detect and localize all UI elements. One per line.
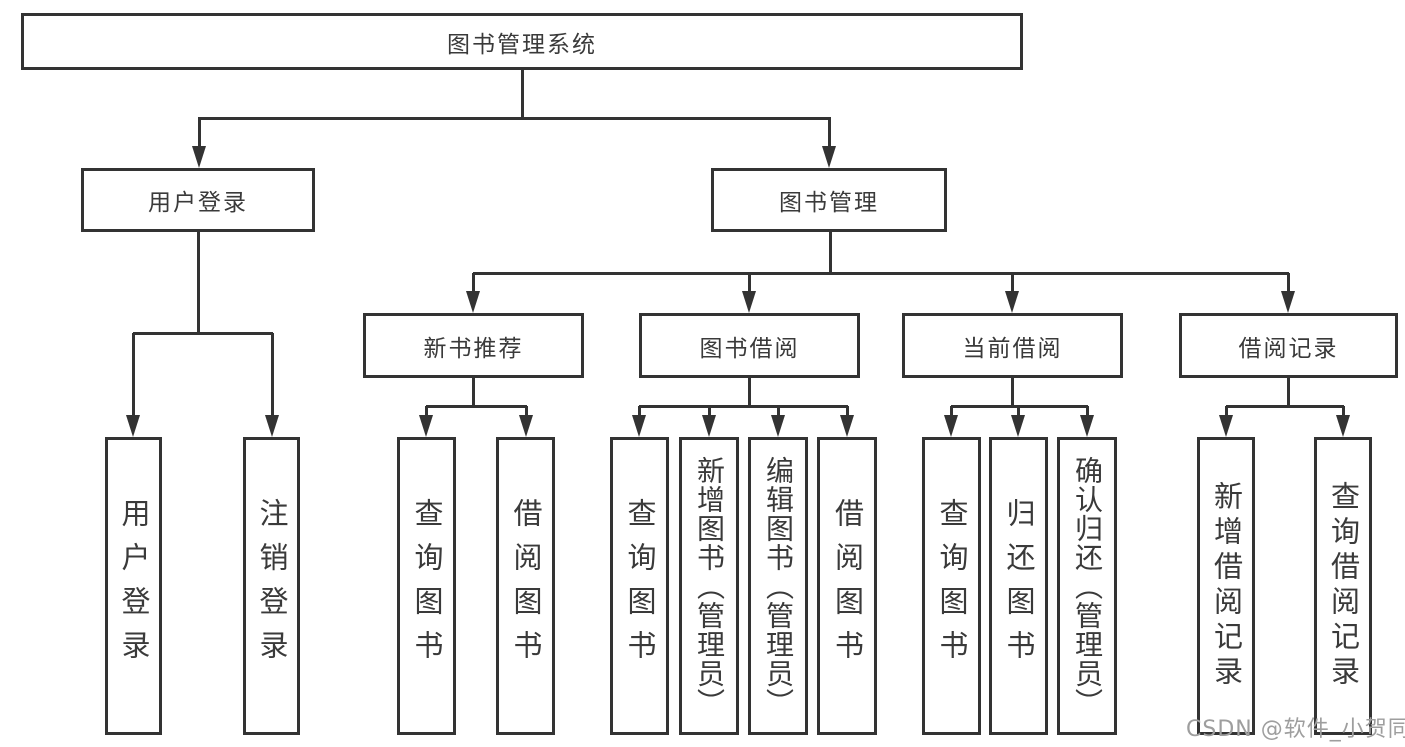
node-root-label: 图书管理系统 [447, 31, 597, 58]
connector-arrowhead-icon [192, 146, 206, 168]
connector-arrow-stem [471, 273, 475, 293]
connector-arrow-stem [1224, 406, 1228, 417]
connector-arrow-stem [747, 273, 751, 293]
leaf-add-book-admin: 新增图书（管理员） [679, 437, 739, 735]
connector-arrowhead-icon [126, 415, 140, 437]
leaf-current-query-books: 查询图书 [922, 437, 981, 735]
connector-line-vertical [1010, 378, 1014, 406]
leaf-edit-book-admin: 编辑图书（管理员） [748, 437, 808, 735]
connector-arrowhead-icon [419, 415, 433, 437]
connector-line-vertical [828, 232, 832, 273]
connector-arrow-stem [524, 406, 528, 417]
connector-arrowhead-icon [742, 291, 756, 313]
node-current-borrow-label: 当前借阅 [962, 335, 1063, 362]
leaf-borrow-borrow-books-label: 借阅图书 [830, 498, 865, 674]
watermark-text: CSDN @软件_小贺同学 [1186, 717, 1405, 742]
leaf-borrow-query-books-label: 查询图书 [623, 498, 657, 674]
connector-arrowhead-icon [1080, 415, 1094, 437]
connector-arrowhead-icon [840, 415, 854, 437]
connector-line-vertical [520, 70, 524, 118]
node-current-borrow: 当前借阅 [902, 313, 1123, 378]
connector-arrowhead-icon [944, 415, 958, 437]
leaf-user-login-label: 用户登录 [117, 498, 151, 674]
node-borrow-records: 借阅记录 [1179, 313, 1398, 378]
leaf-logout-label: 注销登录 [255, 498, 289, 674]
node-user-login: 用户登录 [81, 168, 315, 232]
node-book-borrow-label: 图书借阅 [699, 335, 800, 362]
connector-arrowhead-icon [519, 415, 533, 437]
leaf-logout: 注销登录 [243, 437, 300, 735]
connector-arrow-stem [845, 406, 849, 417]
connector-arrowhead-icon [265, 415, 279, 437]
connector-line-vertical [1286, 378, 1290, 406]
connector-line-horizontal [1226, 404, 1344, 408]
leaf-add-borrow-record: 新增借阅记录 [1197, 437, 1255, 735]
connector-arrow-stem [131, 333, 135, 417]
connector-arrow-stem [707, 406, 711, 417]
node-book-management: 图书管理 [711, 168, 947, 232]
connector-arrowhead-icon [771, 415, 785, 437]
leaf-add-book-admin-label: 新增图书（管理员） [693, 455, 726, 717]
node-borrow-records-label: 借阅记录 [1238, 335, 1339, 362]
leaf-newbook-query-books-label: 查询图书 [410, 498, 444, 674]
leaf-return-books: 归还图书 [989, 437, 1048, 735]
node-new-book-recommend-label: 新书推荐 [423, 335, 524, 362]
connector-line-horizontal [198, 116, 831, 120]
connector-line-vertical [471, 378, 475, 406]
connector-arrow-stem [270, 333, 274, 417]
connector-line-horizontal [133, 331, 273, 335]
connector-line-horizontal [639, 404, 848, 408]
connector-arrow-stem [1085, 406, 1089, 417]
connector-arrowhead-icon [466, 291, 480, 313]
connector-arrowhead-icon [1011, 415, 1025, 437]
connector-arrowhead-icon [1281, 291, 1295, 313]
leaf-query-borrow-record: 查询借阅记录 [1314, 437, 1372, 735]
connector-line-horizontal [951, 404, 1088, 408]
connector-line-vertical [196, 232, 200, 333]
connector-arrow-stem [776, 406, 780, 417]
leaf-add-borrow-record-label: 新增借阅记录 [1209, 481, 1244, 691]
connector-line-horizontal [473, 271, 1289, 275]
connector-arrow-stem [1010, 273, 1014, 293]
leaf-query-borrow-record-label: 查询借阅记录 [1326, 481, 1361, 691]
connector-arrow-stem [1286, 273, 1290, 293]
connector-arrowhead-icon [1005, 291, 1019, 313]
connector-arrow-stem [1016, 406, 1020, 417]
leaf-borrow-query-books: 查询图书 [610, 437, 669, 735]
connector-arrow-stem [424, 406, 428, 417]
connector-arrow-stem [949, 406, 953, 417]
connector-arrowhead-icon [632, 415, 646, 437]
node-book-management-label: 图书管理 [779, 190, 879, 216]
connector-arrow-stem [827, 118, 831, 148]
connector-line-horizontal [426, 404, 527, 408]
leaf-confirm-return-admin-label: 确认归还（管理员） [1071, 455, 1104, 717]
leaf-edit-book-admin-label: 编辑图书（管理员） [762, 455, 795, 717]
leaf-current-query-books-label: 查询图书 [935, 498, 969, 674]
connector-arrow-stem [1341, 406, 1345, 417]
connector-arrowhead-icon [1219, 415, 1233, 437]
leaf-newbook-borrow-books: 借阅图书 [496, 437, 555, 735]
connector-arrowhead-icon [702, 415, 716, 437]
leaf-borrow-borrow-books: 借阅图书 [817, 437, 877, 735]
leaf-newbook-query-books: 查询图书 [397, 437, 456, 735]
leaf-return-books-label: 归还图书 [1002, 498, 1036, 674]
node-user-login-label: 用户登录 [148, 190, 248, 216]
node-root: 图书管理系统 [21, 13, 1023, 70]
node-new-book-recommend: 新书推荐 [363, 313, 584, 378]
leaf-user-login: 用户登录 [105, 437, 162, 735]
connector-arrowhead-icon [822, 146, 836, 168]
connector-arrow-stem [197, 118, 201, 148]
connector-line-vertical [747, 378, 751, 406]
leaf-newbook-borrow-books-label: 借阅图书 [509, 498, 543, 674]
connector-arrow-stem [637, 406, 641, 417]
connector-arrowhead-icon [1336, 415, 1350, 437]
leaf-confirm-return-admin: 确认归还（管理员） [1057, 437, 1117, 735]
node-book-borrow: 图书借阅 [639, 313, 860, 378]
